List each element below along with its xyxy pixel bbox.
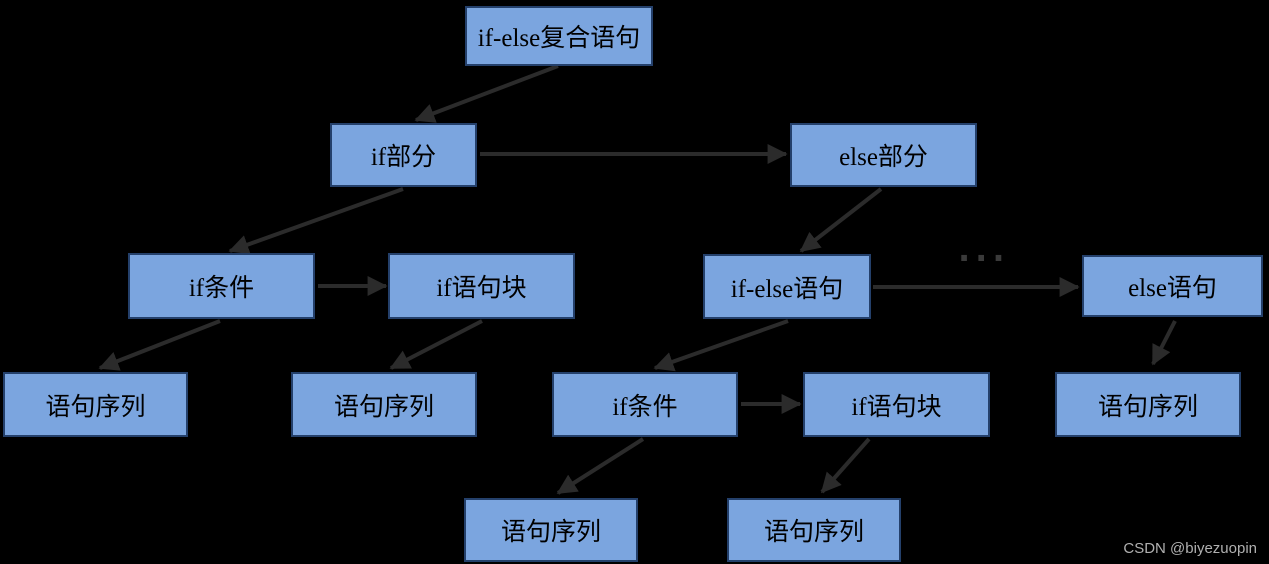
arrow-if-part-to-if-cond-1 — [228, 187, 404, 255]
node-label: 语句序列 — [500, 519, 601, 546]
node-if-cond-1: if条件 — [128, 253, 315, 319]
node-label: else部分 — [839, 144, 928, 171]
node-label: if-else语句 — [730, 275, 844, 303]
node-label: if-else复合语句 — [477, 25, 641, 52]
node-label: if语句块 — [436, 275, 527, 302]
arrow-if-block-1-to-seq-2 — [389, 319, 483, 370]
node-label: if语句块 — [851, 393, 942, 421]
arrow-if-else-stmt-to-if-cond-2 — [653, 319, 789, 372]
node-seq-1: 语句序列 — [3, 372, 188, 437]
node-label: if条件 — [188, 275, 255, 302]
node-if-block-1: if语句块 — [388, 253, 575, 319]
node-seq-4: 语句序列 — [464, 498, 638, 562]
watermark: CSDN @biyezuopin — [1123, 540, 1257, 557]
arrow-if-block-2-to-seq-5 — [820, 437, 871, 494]
node-else-stmt: else语句 — [1082, 255, 1263, 317]
arrow-root-to-if-part — [414, 64, 559, 123]
node-label: if条件 — [612, 393, 678, 421]
arrow-if-cond-2-to-seq-4 — [556, 437, 645, 495]
node-label: if部分 — [370, 144, 437, 171]
node-seq-3: 语句序列 — [1055, 372, 1241, 437]
node-label: 语句序列 — [45, 393, 146, 421]
node-label: 语句序列 — [1097, 393, 1198, 421]
arrow-else-part-to-if-else-stmt — [799, 187, 883, 253]
arrow-if-cond-1-to-seq-1 — [98, 319, 221, 371]
node-seq-2: 语句序列 — [291, 372, 477, 437]
arrow-else-stmt-to-seq-3 — [1151, 320, 1177, 366]
node-label: else语句 — [1128, 275, 1217, 302]
node-label: 语句序列 — [763, 519, 864, 546]
node-if-part: if部分 — [330, 123, 477, 187]
node-seq-5: 语句序列 — [727, 498, 901, 562]
node-label: 语句序列 — [333, 393, 434, 421]
node-if-cond-2: if条件 — [552, 372, 738, 437]
node-else-part: else部分 — [790, 123, 977, 187]
node-if-block-2: if语句块 — [803, 372, 990, 437]
node-if-else-stmt: if-else语句 — [703, 254, 871, 319]
ellipsis-dots: ··· — [958, 239, 1010, 277]
node-if-else-compound: if-else复合语句 — [465, 6, 653, 66]
